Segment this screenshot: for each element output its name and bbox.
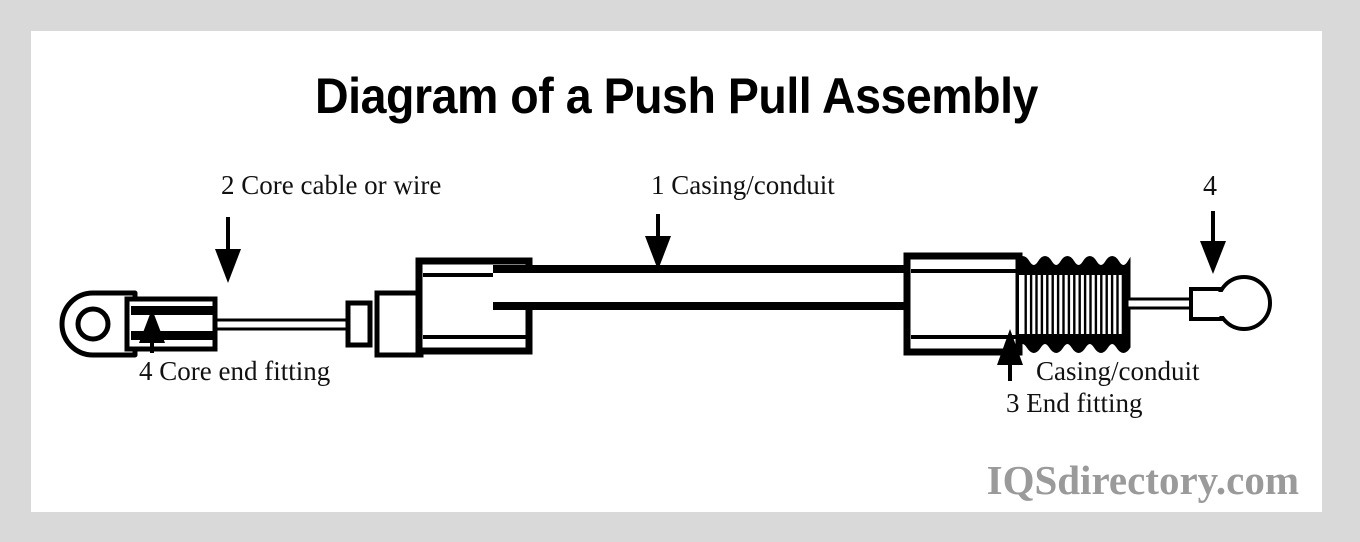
eyelet-terminal (59, 290, 138, 358)
push-pull-assembly-illustration (59, 211, 1272, 381)
label-ball-end-number: 4 (1203, 171, 1217, 202)
label-core-end-fitting: 4 Core end fitting (139, 356, 331, 386)
label-end-fitting: 3 End fitting (1006, 388, 1143, 418)
right-end-fitting (903, 252, 1023, 356)
small-collar (345, 300, 373, 348)
callout-arrow-casing-top (645, 214, 671, 270)
page-title: Diagram of a Push Pull Assembly (315, 68, 1038, 124)
ball-end-terminal (1189, 275, 1272, 331)
callout-arrow-core-end-fitting (139, 309, 165, 353)
callout-arrow-end-fitting (997, 329, 1023, 381)
label-casing-conduit-top: 1 Casing/conduit (651, 170, 835, 200)
casing-tube (493, 265, 913, 310)
label-core-cable-or-wire: 2 Core cable or wire (221, 170, 442, 200)
callout-arrow-ball-end (1200, 211, 1226, 274)
strain-relief-boot (1015, 256, 1131, 353)
ferrule-sleeve (374, 290, 424, 358)
diagram-canvas: Diagram of a Push Pull Assembly (31, 31, 1322, 512)
watermark: IQSdirectory.com (986, 457, 1299, 503)
label-casing-conduit-bottom: Casing/conduit (1036, 356, 1200, 386)
callout-arrow-core-cable (215, 217, 241, 283)
